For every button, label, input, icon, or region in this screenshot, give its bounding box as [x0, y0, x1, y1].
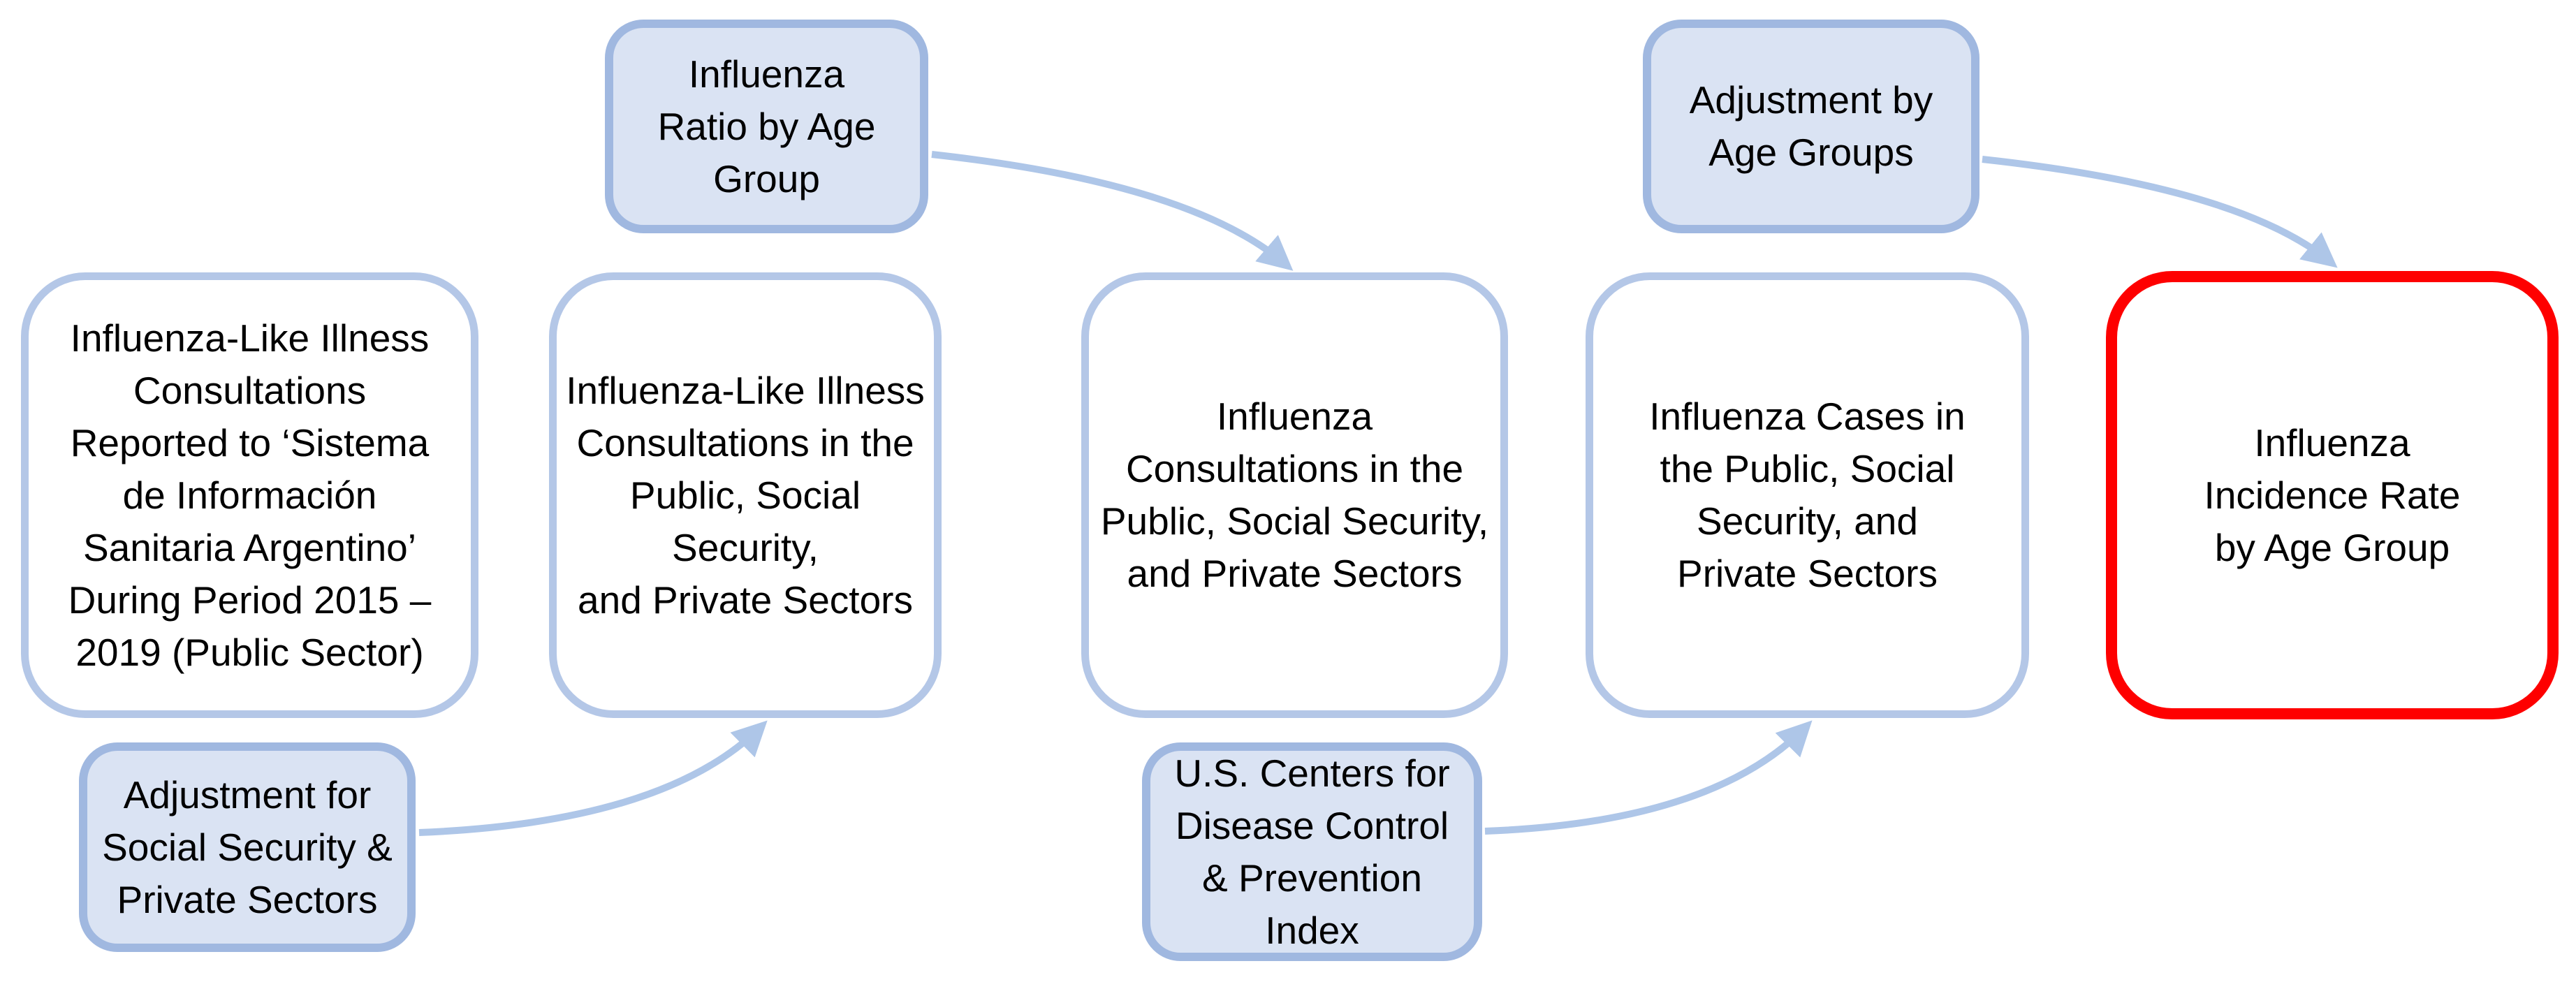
node-influenza-consultations-label: Influenza Consultations in the Public, S… — [1100, 395, 1489, 595]
arrow-cdc-index-to-influenza-cases — [1484, 720, 1813, 835]
node-influenza-consultations: Influenza Consultations in the Public, S… — [1081, 272, 1508, 718]
node-incidence-rate-label: Influenza Incidence Rate by Age Group — [2204, 420, 2461, 569]
label-adjustment-age-label: Adjustment by Age Groups — [1689, 78, 1933, 174]
label-cdc-index-label: U.S. Centers for Disease Control & Preve… — [1174, 751, 1450, 952]
label-adjustment-sectors-label: Adjustment for Social Security & Private… — [102, 772, 393, 921]
arrow-adjustment-age-to-incidence-rate — [1982, 156, 2338, 268]
label-cdc-index: U.S. Centers for Disease Control & Preve… — [1142, 742, 1482, 961]
label-influenza-ratio: Influenza Ratio by Age Group — [605, 20, 928, 233]
arrow-influenza-ratio-to-influenza-consultations — [931, 151, 1294, 271]
label-adjustment-sectors: Adjustment for Social Security & Private… — [79, 742, 416, 952]
node-ili-sectors: Influenza-Like Illness Consultations in … — [549, 272, 942, 718]
node-influenza-cases: Influenza Cases in the Public, Social Se… — [1586, 272, 2029, 718]
label-adjustment-age: Adjustment by Age Groups — [1643, 20, 1979, 233]
node-influenza-cases-label: Influenza Cases in the Public, Social Se… — [1649, 395, 1966, 595]
node-ili-reported-label: Influenza-Like Illness Consultations Rep… — [68, 316, 432, 674]
label-influenza-ratio-label: Influenza Ratio by Age Group — [657, 52, 876, 200]
node-ili-sectors-label: Influenza-Like Illness Consultations in … — [566, 368, 925, 622]
node-ili-reported: Influenza-Like Illness Consultations Rep… — [21, 272, 478, 718]
node-incidence-rate: Influenza Incidence Rate by Age Group — [2106, 271, 2559, 719]
arrow-adjustment-sectors-to-ili-sectors — [418, 720, 768, 836]
